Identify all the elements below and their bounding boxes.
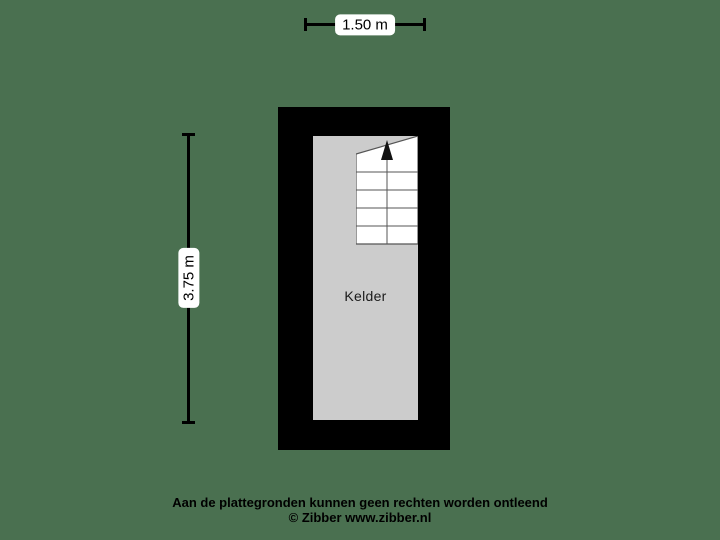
dimension-height-cap-bottom: [182, 421, 195, 424]
dimension-width-cap-left: [304, 18, 307, 31]
staircase-graphic: [356, 136, 418, 245]
staircase: [356, 136, 418, 246]
dimension-width-label: 1.50 m: [335, 14, 395, 36]
dimension-height: 3.75 m: [178, 128, 200, 428]
dimension-width-cap-right: [423, 18, 426, 31]
dimension-height-cap-top: [182, 133, 195, 136]
dimension-width: 1.50 m: [300, 14, 430, 36]
footer-line-copyright: © Zibber www.zibber.nl: [288, 510, 432, 525]
up-arrow-icon: [381, 140, 393, 160]
room-label-kelder: Kelder: [344, 288, 387, 304]
dimension-height-label: 3.75 m: [178, 248, 200, 308]
footer-line-disclaimer: Aan de plattegronden kunnen geen rechten…: [172, 495, 548, 510]
footer-disclaimer: Aan de plattegronden kunnen geen rechten…: [0, 495, 720, 525]
